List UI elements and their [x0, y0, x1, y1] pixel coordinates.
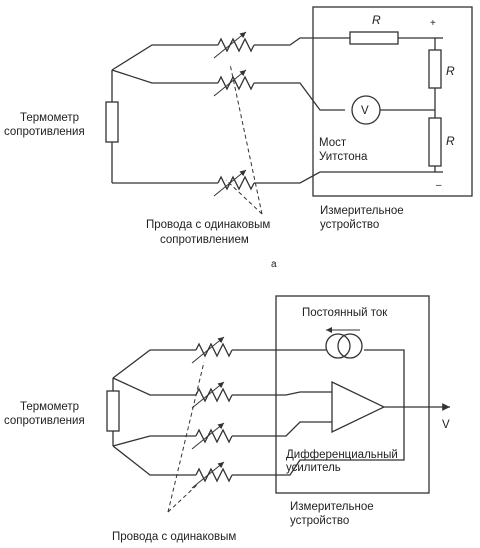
lead-resistor-b-4	[195, 467, 233, 483]
amplifier-label-line2: усилитель	[286, 462, 341, 474]
thermometer-label-b-line2: сопротивления	[4, 415, 85, 427]
bridge-resistor-top	[349, 31, 399, 45]
output-symbol: V	[442, 419, 450, 431]
resistor-symbol-top: R	[372, 13, 381, 27]
diagram-caption: a	[271, 259, 277, 270]
thermometer-resistor-b	[106, 390, 120, 432]
wires-label-b: Провода с одинаковым	[112, 531, 236, 543]
diagram-a: R + R R – V Мост Уитстона Термометр сопр…	[4, 6, 473, 270]
thermometer-resistor-a	[105, 101, 119, 143]
bridge-label-line1: Мост	[319, 137, 347, 149]
voltmeter-symbol: V	[361, 105, 369, 117]
lead-resistor-b-2	[195, 387, 233, 403]
resistor-symbol-right-top: R	[446, 64, 455, 78]
lead-resistor-a-mid	[217, 75, 255, 91]
current-label: Постоянный ток	[302, 307, 388, 319]
minus-sign: –	[436, 180, 442, 191]
wires-label-line1: Провода с одинаковым	[146, 219, 270, 231]
lead-resistor-a-top	[217, 37, 255, 53]
measuring-device-box-a	[312, 6, 473, 197]
device-label-line2: устройство	[320, 219, 379, 231]
resistor-symbol-right-bottom: R	[446, 134, 455, 148]
amplifier-label-line1: Дифференциальный	[286, 449, 398, 461]
diagram-b: Постоянный ток Дифференциальный усилител…	[4, 295, 450, 543]
plus-sign: +	[430, 18, 436, 29]
current-source-icon	[325, 333, 351, 359]
lead-resistor-b-3	[195, 428, 233, 444]
differential-amplifier-icon	[331, 380, 386, 434]
bridge-resistor-right-bottom	[428, 117, 442, 167]
bridge-resistor-right-top	[428, 49, 442, 89]
bridge-label-line2: Уитстона	[319, 151, 368, 163]
lead-resistor-b-1	[195, 342, 233, 358]
thermometer-label-b-line1: Термометр	[20, 401, 79, 413]
thermometer-label-line1: Термометр	[20, 112, 79, 124]
device-label-b-line2: устройство	[290, 515, 349, 527]
wires-label-line2: сопротивлением	[160, 234, 249, 246]
device-label-line1: Измерительное	[320, 205, 404, 217]
lead-resistor-a-bot	[217, 175, 255, 191]
thermometer-label-line2: сопротивления	[4, 126, 85, 138]
device-label-b-line1: Измерительное	[290, 501, 374, 513]
